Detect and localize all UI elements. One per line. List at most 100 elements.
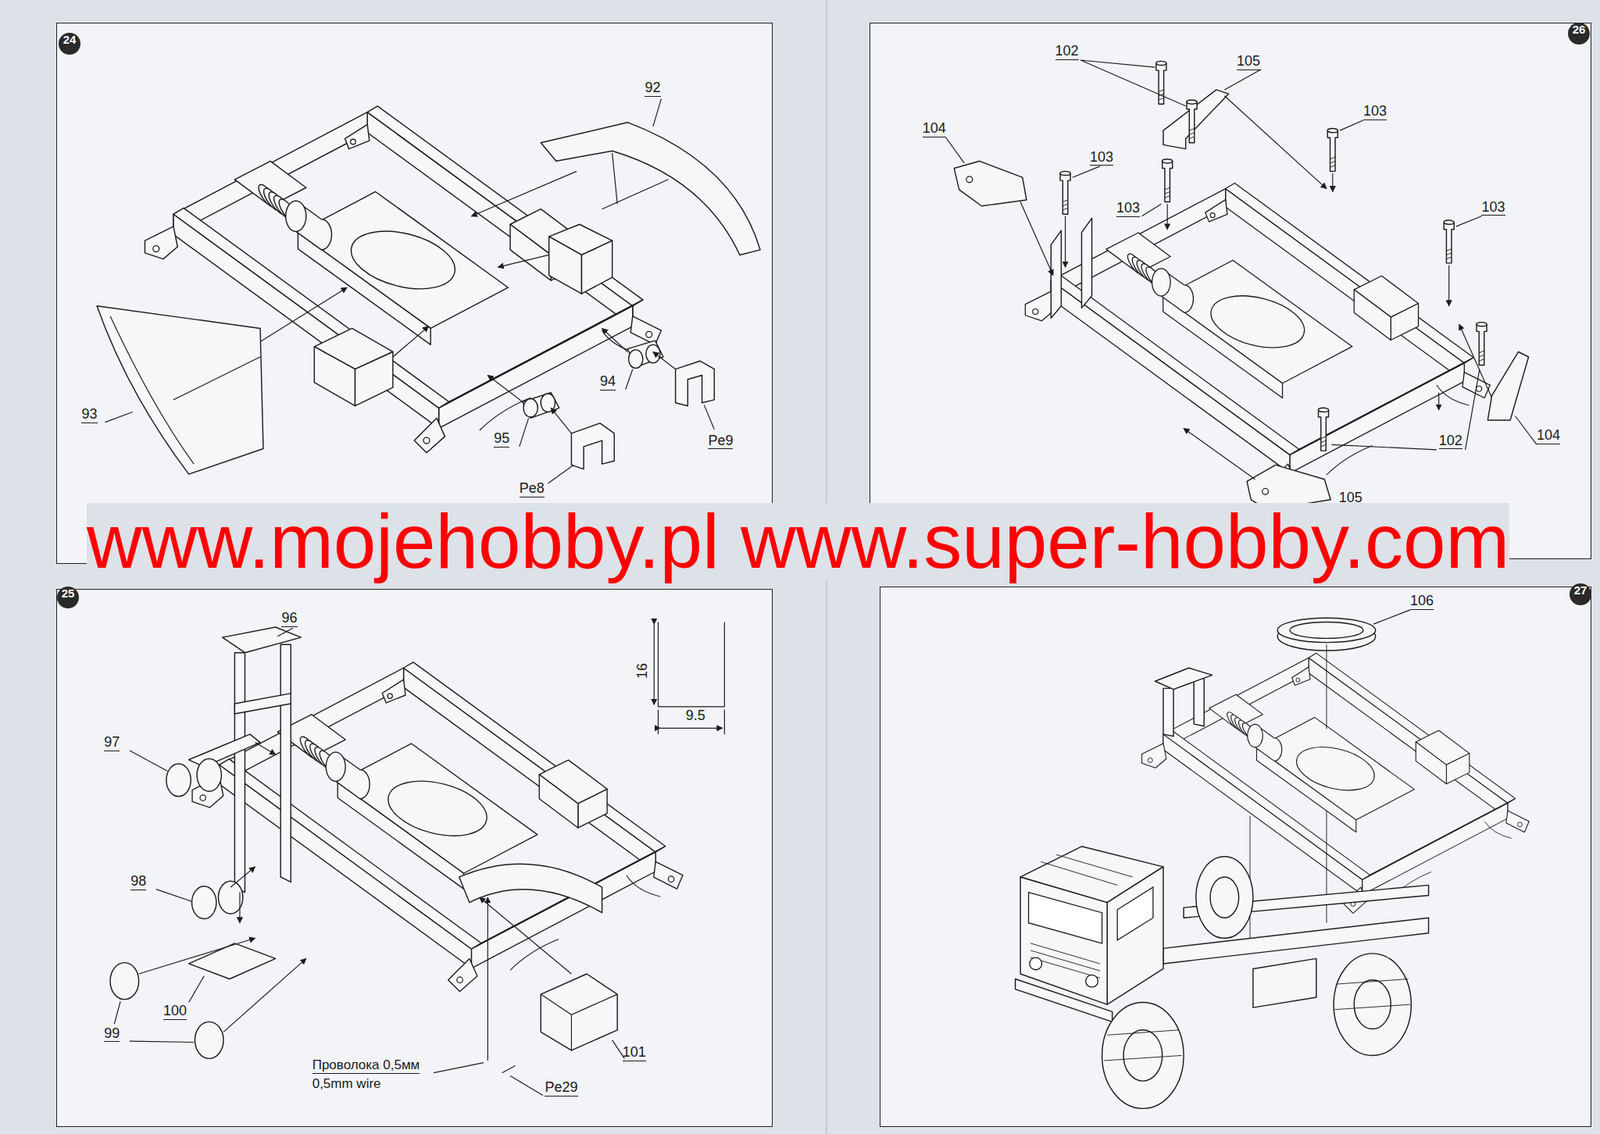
callout-number: Pe29 [544, 1079, 578, 1097]
callout-number: 100 [163, 1003, 187, 1021]
step-26-drawing [1080, 60, 1186, 107]
step-24-drawing [314, 346, 355, 407]
step-27-drawing [1250, 644, 1327, 939]
callout-number: Pe8 [519, 480, 545, 498]
step-25-drawing [540, 994, 618, 1051]
step-panel: 27 [879, 586, 1592, 1128]
step-26-drawing [1060, 171, 1071, 215]
step-27-drawing [1085, 975, 1099, 988]
panel-ground [56, 588, 773, 1127]
step-number: 27 [1569, 583, 1592, 606]
step-26-drawing [1156, 60, 1167, 104]
step-25-drawing [189, 734, 261, 768]
step-26-drawing [1515, 416, 1537, 446]
step-26-drawing [1162, 159, 1173, 203]
step-25-drawing [156, 889, 193, 903]
panel-ground [56, 22, 773, 565]
step-25-drawing [234, 693, 291, 715]
callout-number: 95 [493, 430, 510, 448]
step-24-drawing [571, 423, 615, 470]
step-25-drawing [657, 622, 725, 708]
step-25-drawing [166, 764, 191, 797]
step-27-drawing [1117, 887, 1154, 941]
step-27-drawing [1210, 877, 1240, 918]
step-24-drawing [540, 393, 555, 413]
callout-number: 104 [1536, 427, 1561, 445]
step-26-drawing [1262, 488, 1269, 495]
step-27-drawing [1277, 617, 1375, 643]
step-24-drawing [602, 328, 629, 352]
step-26-drawing [953, 160, 1027, 206]
step-25-drawing [110, 963, 140, 1000]
step-25-drawing [230, 867, 255, 888]
step-25-drawing [139, 938, 256, 975]
callout-number: 99 [103, 1025, 120, 1043]
step-26-drawing [1318, 407, 1329, 451]
step-26-drawing [1487, 351, 1529, 420]
step-25-drawing [433, 1063, 484, 1074]
step-26-drawing [1438, 392, 1440, 411]
step-27-drawing [1030, 854, 1133, 979]
step-24-drawing [497, 254, 549, 268]
step-27-drawing [1028, 892, 1103, 944]
step-25-drawing [510, 1076, 543, 1097]
callout-number: 93 [81, 406, 97, 424]
callout-number: 97 [103, 734, 120, 752]
step-26-drawing [1020, 202, 1054, 276]
step-26-drawing [1443, 220, 1454, 264]
callout-number: 92 [644, 79, 661, 97]
step-number: 24 [58, 32, 81, 55]
step-26-drawing [1081, 217, 1092, 308]
step-26-drawing [1025, 183, 1490, 497]
step-25-drawing [239, 892, 240, 924]
step-24-drawing [355, 351, 393, 406]
step-27-drawing [1193, 675, 1204, 726]
step-25-drawing [114, 1001, 194, 1043]
step-25-drawing [234, 653, 245, 893]
step-25-drawing [487, 897, 489, 918]
step-27-drawing [1155, 667, 1213, 690]
step-27-drawing [1107, 867, 1164, 1005]
step-25-drawing [280, 644, 291, 883]
step-24-drawing [523, 399, 538, 418]
step-24-drawing [260, 287, 347, 342]
step-27-drawing [1253, 958, 1317, 1008]
step-24-drawing [471, 171, 577, 216]
step-24-drawing [547, 464, 574, 484]
step-24-drawing [540, 122, 761, 256]
step-24-drawing [549, 236, 583, 294]
step-27-drawing [1333, 953, 1411, 1057]
step-26-drawing [946, 137, 965, 164]
step-24-drawing [646, 344, 661, 364]
callout-number: Pe9 [707, 432, 733, 450]
step-24-drawing [96, 99, 761, 484]
step-24-drawing [105, 412, 133, 423]
step-25-drawing [192, 662, 683, 993]
step-27-drawing [1142, 653, 1530, 914]
callout-number: 102 [1055, 42, 1079, 61]
step-27-drawing [1015, 979, 1113, 1023]
step-25-drawing [222, 627, 302, 654]
step-panel: 25 [56, 589, 773, 1128]
step-26-drawing [1183, 428, 1255, 479]
step-26-drawing [1327, 128, 1338, 172]
step-25-drawing [196, 758, 222, 792]
step-24-drawing [550, 407, 572, 434]
step-25-drawing [129, 750, 168, 772]
step-24-drawing [653, 351, 676, 369]
step-25-drawing [255, 742, 276, 756]
callout-number: 105 [1236, 53, 1261, 71]
step-25-drawing [194, 1021, 224, 1059]
dimension-label: 16 [634, 663, 651, 679]
step-24-drawing [628, 350, 643, 369]
step-number: 26 [1567, 22, 1590, 45]
step-panel: 24 [56, 22, 773, 565]
callout-number: 94 [600, 373, 616, 391]
step-25-drawing [277, 628, 293, 636]
wire-note: 0,5mm wire [312, 1076, 382, 1093]
step-27-drawing [1102, 1003, 1184, 1110]
step-26-drawing [1459, 324, 1493, 398]
step-24-drawing [487, 375, 522, 403]
step-26-drawing [946, 60, 1537, 511]
